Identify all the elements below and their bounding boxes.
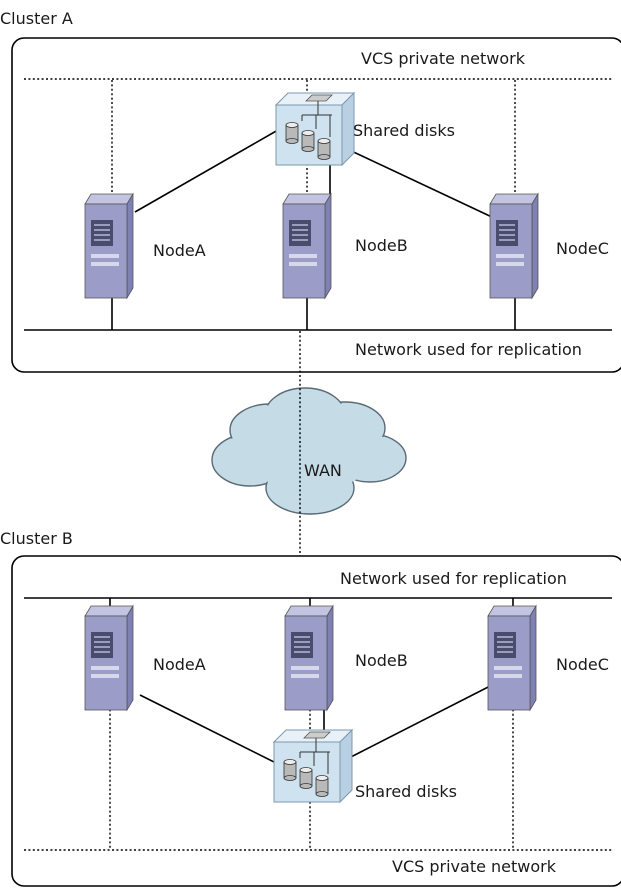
cluster-b-private-network-label: VCS private network [392,857,557,876]
cluster-b-frame [11,555,621,887]
cloud-icon [211,387,407,515]
cluster-a-nodec-label: NodeC [556,239,609,258]
wan: WAN [211,331,407,597]
server-icon [489,193,539,299]
cluster-a-nodea-label: NodeA [153,241,206,260]
server-icon [487,605,537,711]
shared-storage-icon [276,93,354,165]
cluster-b-shared-disks: Shared disks [274,730,457,802]
cluster-a: Cluster A VCS private network Shared dis… [0,9,621,373]
cluster-a-shared-disks-label: Shared disks [353,121,455,140]
cluster-b-nodec: NodeC [487,605,609,711]
shared-storage-icon [274,730,352,802]
cluster-b-nodeb: NodeB [284,605,408,711]
cluster-a-nodea-disk-link [134,129,279,213]
cluster-a-nodeb-label: NodeB [355,236,408,255]
cluster-b-nodec-disk-link [344,681,499,761]
cluster-b-nodea: NodeA [84,605,206,711]
cluster-b-nodeb-label: NodeB [355,651,408,670]
server-icon [282,193,332,299]
cluster-b-title: Cluster B [0,529,73,548]
cluster-a-nodeb: NodeB [282,193,408,299]
cluster-a-private-network-label: VCS private network [361,49,526,68]
cluster-a-nodec-disk-link [344,147,495,219]
wan-label: WAN [304,461,342,480]
cluster-a-shared-disks: Shared disks [276,93,455,165]
cluster-a-replication-label: Network used for replication [355,340,582,359]
cluster-a-nodec: NodeC [489,193,609,299]
cluster-b: Cluster B Network used for replication S… [0,529,621,887]
cluster-b-nodea-label: NodeA [153,655,206,674]
server-icon [284,605,334,711]
cluster-b-replication-label: Network used for replication [340,569,567,588]
cluster-b-nodec-label: NodeC [556,655,609,674]
cluster-a-title: Cluster A [0,9,73,28]
server-icon [84,193,134,299]
cluster-b-shared-disks-label: Shared disks [355,782,457,801]
server-icon [84,605,134,711]
cluster-b-nodea-disk-link [139,694,281,766]
cluster-a-nodea: NodeA [84,193,206,299]
